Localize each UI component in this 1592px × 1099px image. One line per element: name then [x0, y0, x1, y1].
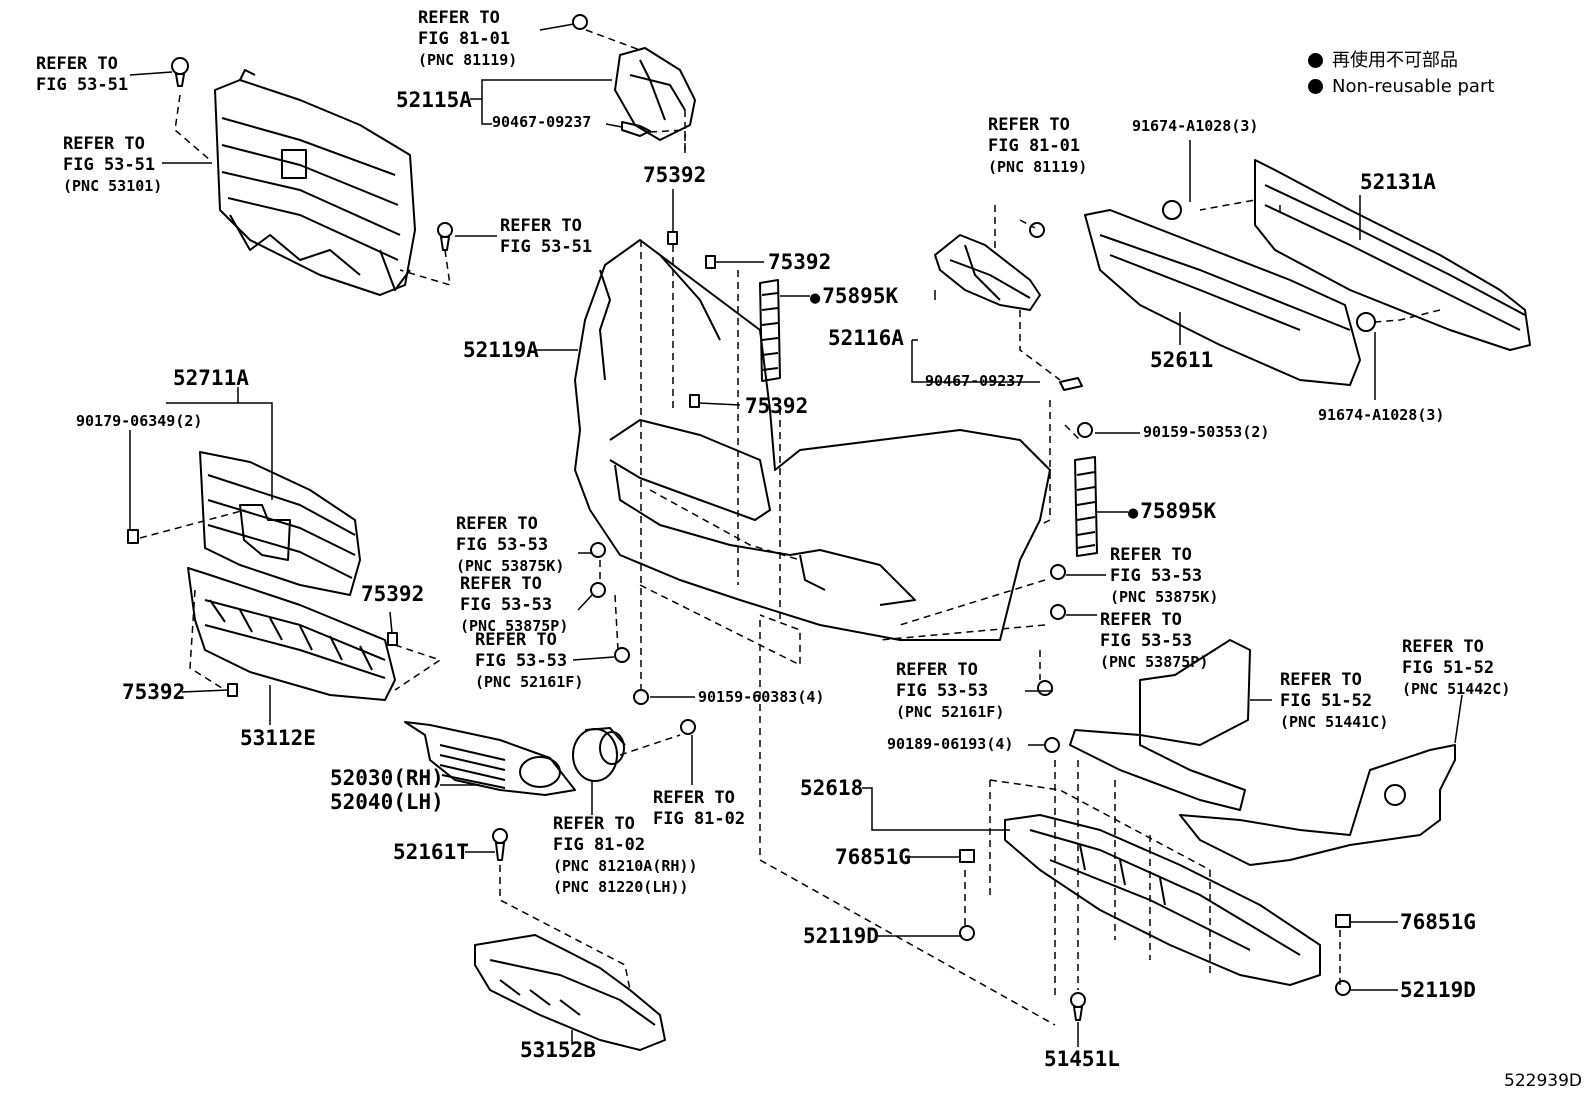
part-75392-b: 75392	[768, 250, 832, 274]
part-52131A: 52131A	[1360, 170, 1436, 194]
part-52611: 52611	[1150, 348, 1214, 372]
part-53112E: 53112E	[240, 726, 316, 750]
part-75392-c: 75392	[745, 394, 809, 418]
part-52115A: 52115A	[396, 88, 472, 112]
vent-upper-drawing	[759, 279, 781, 382]
part-76851G-right: 76851G	[1400, 910, 1476, 934]
lower-cover-drawing	[474, 934, 666, 1051]
part-52116A: 52116A	[828, 326, 904, 350]
part-52119D-left: 52119D	[803, 924, 879, 948]
non-reusable-bullet-icon	[1308, 79, 1323, 94]
retainer-right-drawing	[934, 234, 1041, 311]
part-52711A: 52711A	[173, 366, 249, 390]
part-75392-e: 75392	[122, 680, 186, 704]
part-90159-60383: 90159-60383(4)	[698, 688, 825, 706]
part-90159-50353: 90159-50353(2)	[1143, 423, 1270, 441]
part-52119A: 52119A	[463, 338, 539, 362]
figure-number: 522939D	[1504, 1071, 1582, 1091]
part-52119D-right: 52119D	[1400, 978, 1476, 1002]
part-51451L: 51451L	[1044, 1047, 1120, 1071]
part-75895K-a: 75895K	[810, 286, 898, 307]
part-90179-06349: 90179-06349(2)	[76, 412, 203, 430]
reinforcement-drawing	[1254, 159, 1531, 351]
undercover-drawing	[1004, 814, 1321, 986]
dashed-assembly-lines	[139, 29, 1441, 1026]
retainer-left-drawing	[614, 47, 696, 141]
non-reusable-bullet-icon	[1308, 53, 1323, 68]
upper-grille-drawing	[214, 69, 416, 296]
part-90189-06193: 90189-06193(4)	[887, 735, 1014, 753]
part-91674-A1028-bottom: 91674-A1028(3)	[1318, 406, 1445, 424]
part-75392-a: 75392	[643, 163, 707, 187]
part-52030-rh: 52030(RH)	[330, 766, 444, 790]
part-75392-d: 75392	[361, 582, 425, 606]
splash-shield-right-drawing	[1179, 744, 1456, 866]
splash-shield-left-drawing	[1069, 639, 1251, 811]
fog-lamp-drawing	[572, 727, 626, 782]
part-52040-lh: 52040(LH)	[330, 790, 444, 814]
fasteners-drawing	[127, 14, 1376, 1021]
part-52618: 52618	[800, 776, 864, 800]
lower-grille-drawing	[187, 567, 396, 701]
part-91674-A1028-top: 91674-A1028(3)	[1132, 117, 1259, 135]
grille-frame-drawing	[199, 451, 361, 596]
legend-en: Non-reusable part	[1308, 74, 1494, 100]
absorber-drawing	[1084, 209, 1361, 386]
leader-lines	[129, 23, 1463, 1047]
part-52161T: 52161T	[393, 840, 469, 864]
legend-jp: 再使用不可部品	[1308, 48, 1494, 74]
part-75895K-b: 75895K	[1128, 501, 1216, 522]
fog-cover-drawing	[404, 721, 576, 796]
part-53152B: 53152B	[520, 1038, 596, 1062]
legend: 再使用不可部品 Non-reusable part	[1308, 48, 1494, 100]
part-90467-09237-right: 90467-09237	[925, 372, 1025, 390]
vent-lower-drawing	[1074, 456, 1098, 557]
part-90467-09237-left: 90467-09237	[492, 113, 592, 131]
part-76851G-left: 76851G	[835, 845, 911, 869]
